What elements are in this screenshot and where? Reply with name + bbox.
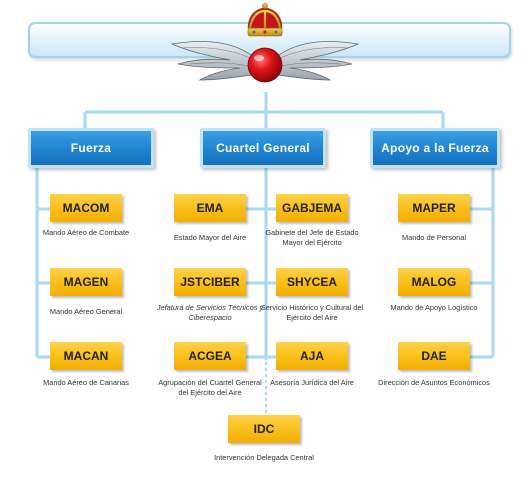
unit-gabjema[interactable]: GABJEMA xyxy=(276,194,348,222)
caption-maper: Mando de Personal xyxy=(401,233,467,242)
unit-shycea[interactable]: SHYCEA xyxy=(276,268,348,296)
caption-macan: Mando Aéreo de Canarias xyxy=(43,378,129,387)
caption-magen: Mando Aéreo General xyxy=(49,307,123,316)
air-force-emblem-icon xyxy=(170,3,360,83)
unit-acgea[interactable]: ACGEA xyxy=(174,342,246,370)
caption-ema: Estado Mayor del Aire xyxy=(173,233,247,242)
caption-aja: Asesoría Jurídica del Aire xyxy=(270,378,354,387)
unit-macom[interactable]: MACOM xyxy=(50,194,122,222)
unit-idc[interactable]: IDC xyxy=(228,415,300,443)
caption-gabjema: Gabinete del Jefe de Estado Mayor del Ej… xyxy=(265,228,359,247)
unit-maper[interactable]: MAPER xyxy=(398,194,470,222)
caption-shycea: Servicio Histórico y Cultural del Ejérci… xyxy=(260,303,364,322)
caption-malog: Mando de Apoyo Logístico xyxy=(390,303,478,312)
caption-jstciber: Jefatura de Servicios Técnicos y Ciberes… xyxy=(156,303,264,322)
unit-malog[interactable]: MALOG xyxy=(398,268,470,296)
unit-jstciber[interactable]: JSTCIBER xyxy=(174,268,246,296)
caption-acgea: Agrupación del Cuartel General del Ejérc… xyxy=(158,378,262,397)
header-apoyo-fuerza: Apoyo a la Fuerza xyxy=(370,128,500,168)
unit-ema[interactable]: EMA xyxy=(174,194,246,222)
header-fuerza: Fuerza xyxy=(28,128,154,168)
caption-dae: Dirección de Asuntos Económicos xyxy=(378,378,490,387)
unit-magen[interactable]: MAGEN xyxy=(50,268,122,296)
unit-macan[interactable]: MACAN xyxy=(50,342,122,370)
header-cuartel-general: Cuartel General xyxy=(200,128,326,168)
caption-idc: Intervención Delegada Central xyxy=(214,453,314,462)
unit-aja[interactable]: AJA xyxy=(276,342,348,370)
caption-macom: Mando Aéreo de Combate xyxy=(42,228,130,237)
unit-dae[interactable]: DAE xyxy=(398,342,470,370)
